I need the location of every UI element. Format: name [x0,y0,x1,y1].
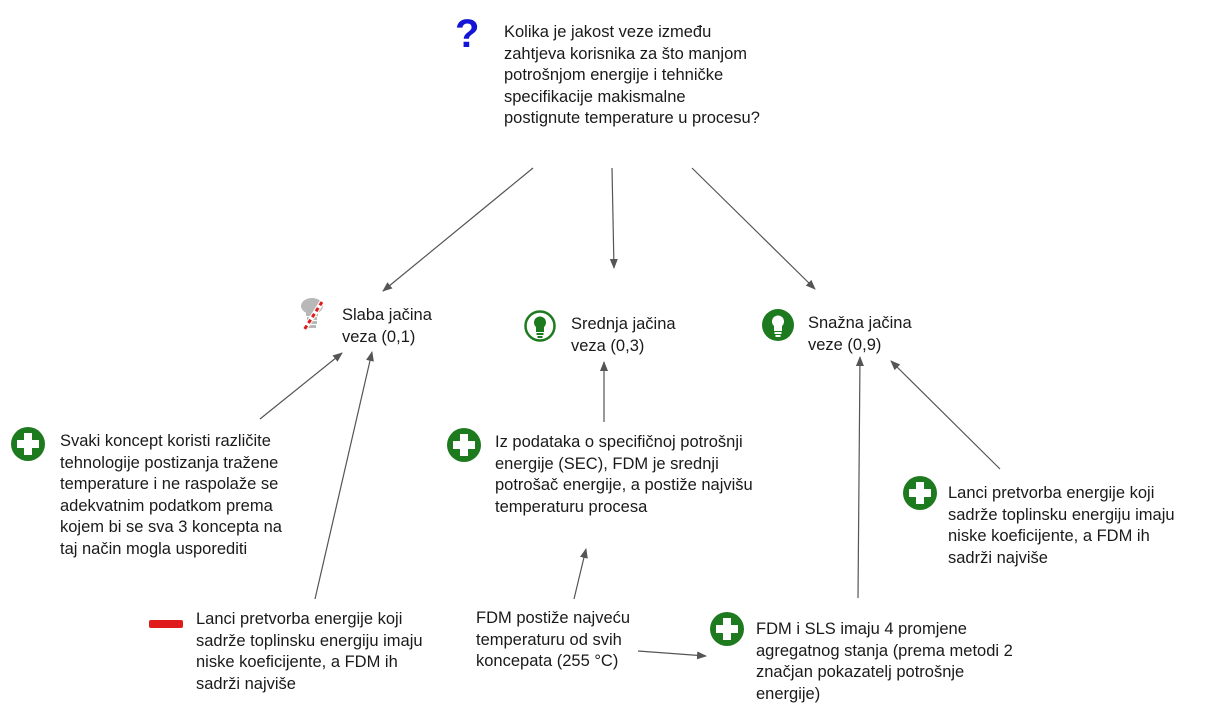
medium-plus-argument: Iz podataka o specifičnoj potrošnji ener… [495,433,753,516]
strong-level-label: Snažna jačina veze (0,9) [808,314,912,354]
medium-level-label: Srednja jačina veza (0,3) [571,315,676,355]
strong-plus-top-argument: Lanci pretvorba energije koji sadrže top… [948,484,1175,567]
arrow-medium-fact-to-strong-plus [637,650,707,660]
lightbulb-filled-icon [762,309,794,341]
plus-icon [903,476,937,510]
plus-icon [710,612,744,646]
question-text: Kolika je jakost veze između zahtjeva ko… [504,23,760,127]
arrow-question-to-medium [609,167,618,269]
crossed-out-lightbulb-icon [301,298,325,332]
arrow-question-to-strong [691,167,816,290]
plus-icon [447,428,481,462]
arrow-strong-top-to-strong [890,360,1001,470]
arrow-question-to-weak [382,167,534,292]
medium-fact-text: FDM postiže najveću temperaturu od svih … [476,609,631,670]
arrow-weak-minus-to-weak [314,351,374,600]
plus-icon [11,427,45,461]
strong-plus-bottom-argument: FDM i SLS imaju 4 promjene agregatnog st… [756,620,1013,703]
weak-minus-argument: Lanci pretvorba energije koji sadrže top… [196,610,423,693]
arrow-medium-fact-to-medium-plus [573,548,588,600]
lightbulb-outline-icon [524,310,556,342]
arrow-strong-bottom-to-strong [855,356,864,599]
minus-icon [149,620,183,628]
question-mark-icon: ? [455,12,480,56]
weak-plus-argument: Svaki koncept koristi različite tehnolog… [60,432,282,558]
arrow-weak-plus-to-weak [259,352,343,420]
weak-level-label: Slaba jačina veza (0,1) [342,306,432,346]
